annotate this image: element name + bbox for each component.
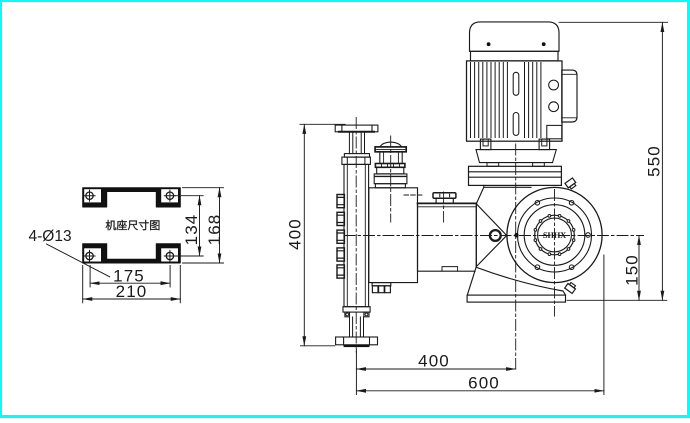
svg-text:168: 168 — [205, 214, 224, 246]
svg-text:4-Ø13: 4-Ø13 — [29, 228, 72, 245]
svg-text:150: 150 — [623, 254, 642, 286]
svg-text:134: 134 — [182, 214, 201, 246]
svg-text:175: 175 — [113, 267, 145, 286]
svg-text:400: 400 — [286, 218, 305, 250]
svg-text:400: 400 — [418, 351, 450, 370]
svg-text:550: 550 — [645, 145, 664, 177]
svg-text:210: 210 — [116, 282, 148, 301]
svg-text:600: 600 — [468, 374, 500, 393]
